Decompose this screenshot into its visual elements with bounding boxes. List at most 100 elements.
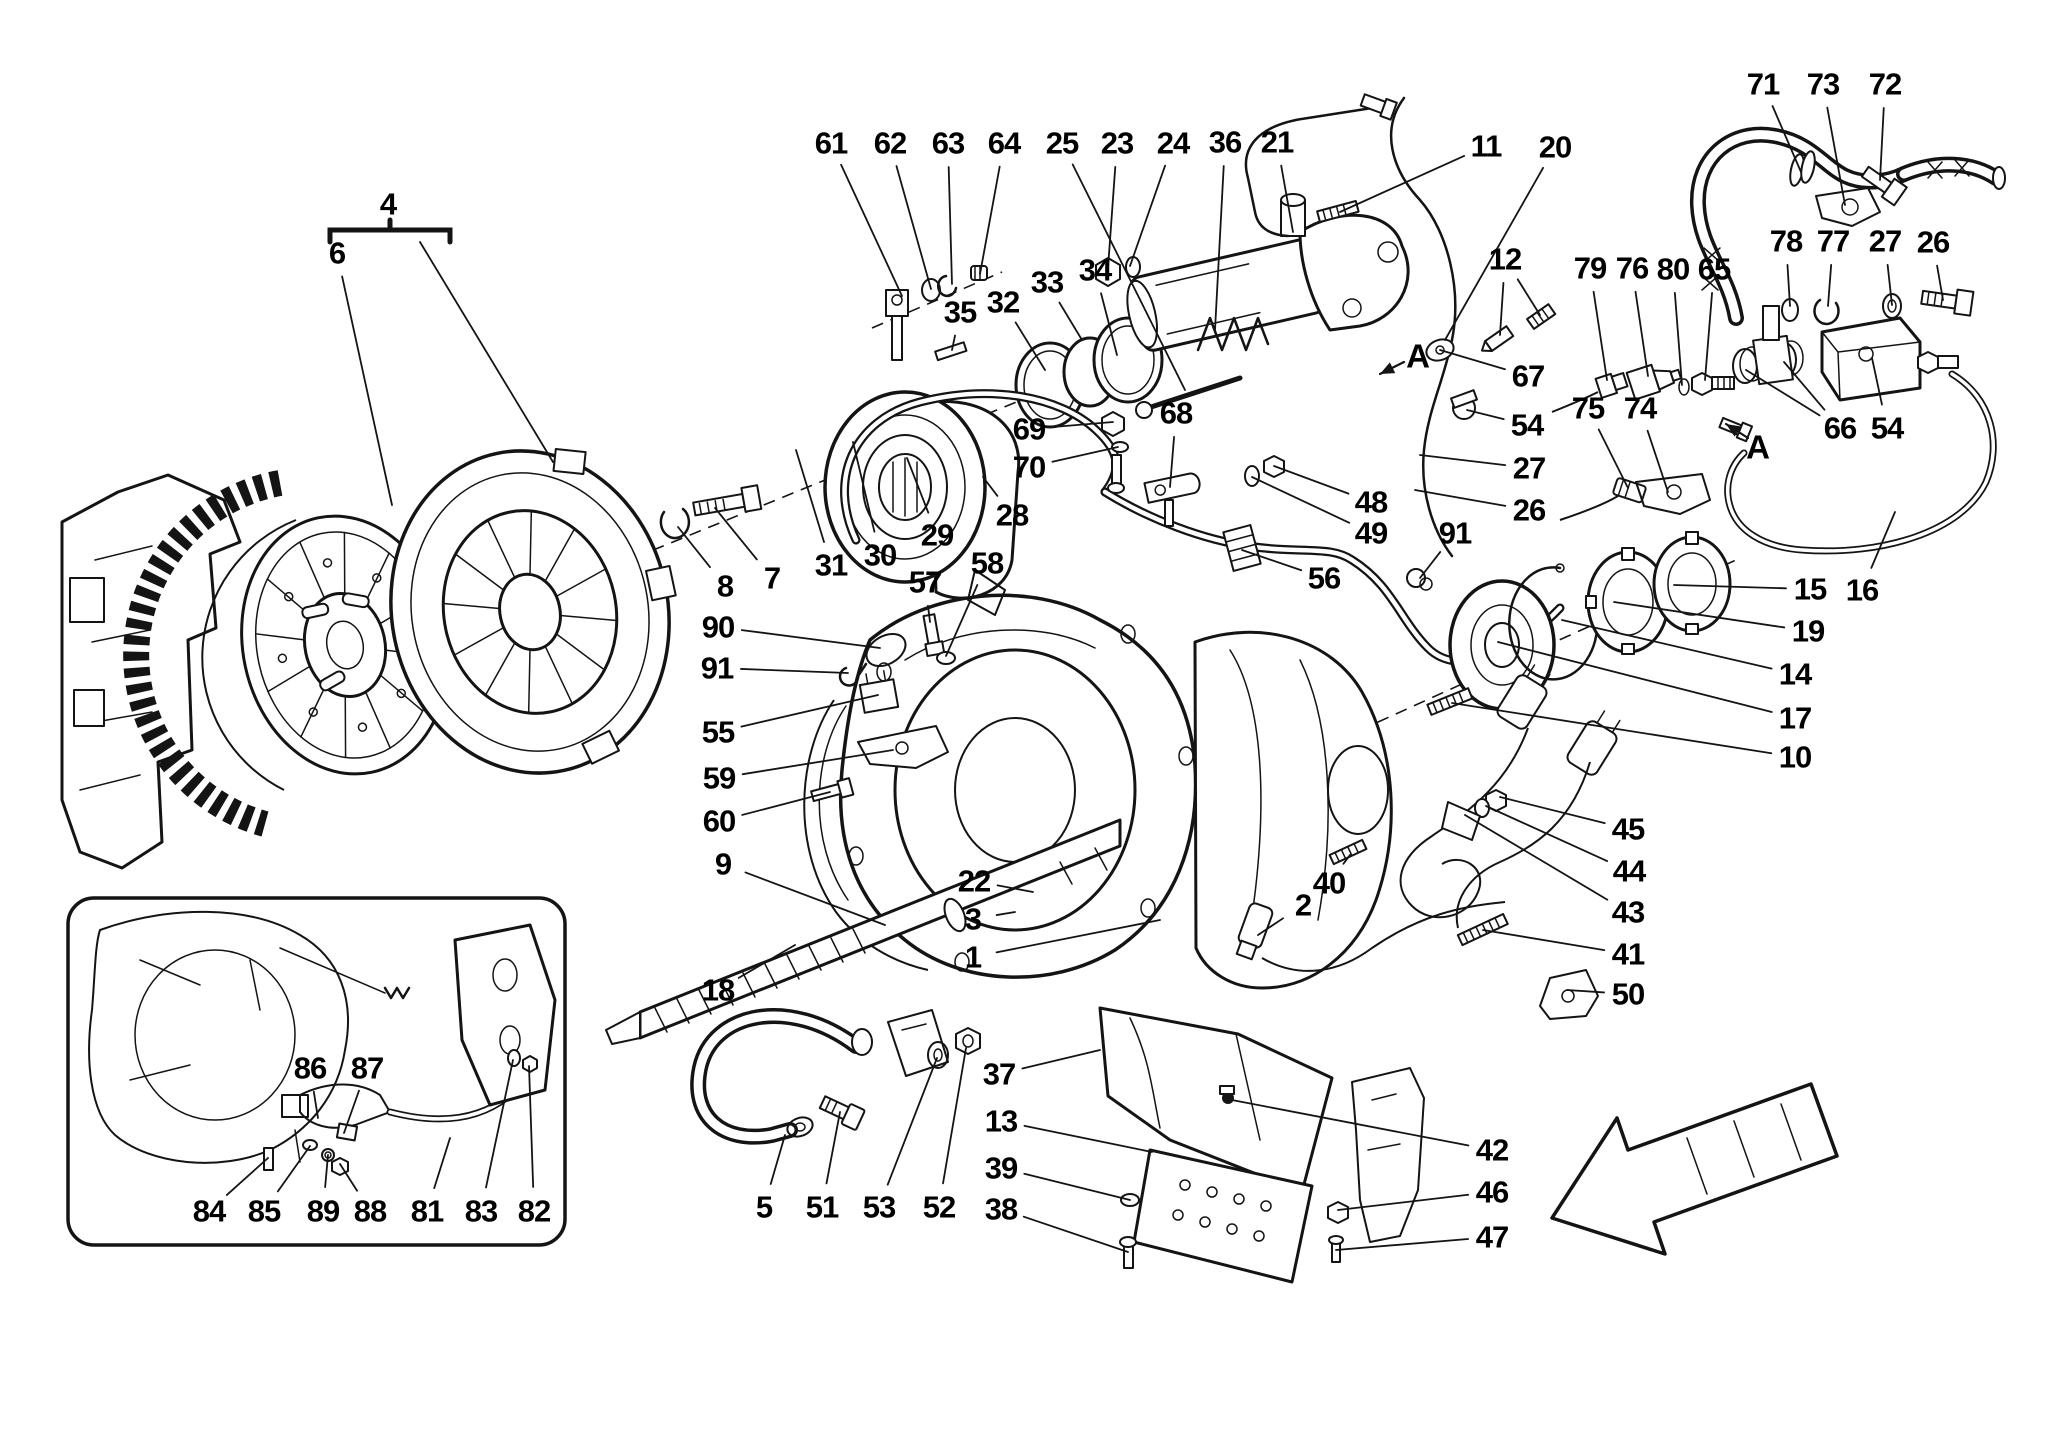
callout-21: 21 xyxy=(1260,124,1294,160)
leader-line xyxy=(1335,1238,1469,1251)
callout-54: 54 xyxy=(1510,407,1544,443)
callout-63: 63 xyxy=(931,125,965,161)
leader-line xyxy=(979,165,1001,275)
leader-line xyxy=(1592,290,1608,381)
leader-line xyxy=(1826,106,1846,206)
bolt-and-circlip-drawing xyxy=(659,484,763,540)
leader-line xyxy=(1071,163,1186,391)
leader-line xyxy=(276,1145,311,1193)
callout-6: 6 xyxy=(328,235,346,271)
leader-line xyxy=(995,919,1161,954)
callout-40: 40 xyxy=(1312,865,1346,901)
callout-70: 70 xyxy=(1012,449,1046,485)
leader-line xyxy=(312,1090,319,1119)
leader-line xyxy=(740,694,879,728)
callout-19: 19 xyxy=(1791,613,1825,649)
leader-line xyxy=(1482,929,1606,951)
leader-line xyxy=(1023,1172,1131,1201)
leader-line xyxy=(1783,361,1826,411)
sensor-cables-drawing xyxy=(1235,664,1621,1020)
callout-2: 2 xyxy=(1294,887,1312,923)
callout-14: 14 xyxy=(1778,656,1812,692)
callout-64: 64 xyxy=(987,125,1021,161)
callout-60: 60 xyxy=(702,803,736,839)
leader-line xyxy=(825,1111,841,1185)
callout-13: 13 xyxy=(984,1103,1018,1139)
leader-line xyxy=(1107,166,1117,269)
leader-lines xyxy=(225,105,1944,1253)
callout-7: 7 xyxy=(763,560,781,596)
callout-76: 76 xyxy=(1615,250,1649,286)
callout-53: 53 xyxy=(862,1189,896,1225)
leader-line xyxy=(1419,551,1442,579)
callout-16: 16 xyxy=(1845,572,1879,608)
callout-18: 18 xyxy=(701,972,735,1008)
leader-line xyxy=(1566,989,1605,994)
callout-26: 26 xyxy=(1916,224,1950,260)
leader-line xyxy=(951,334,956,351)
callout-8: 8 xyxy=(716,568,734,604)
callout-41: 41 xyxy=(1611,936,1645,972)
view-marker-A: A xyxy=(1406,337,1430,375)
callout-46: 46 xyxy=(1475,1174,1509,1210)
leader-line xyxy=(1100,292,1118,356)
clutch-pipes-drawing xyxy=(1244,93,1557,558)
callout-72: 72 xyxy=(1868,66,1902,102)
callout-11: 11 xyxy=(1470,128,1503,164)
leader-line xyxy=(1704,292,1713,381)
leader-line xyxy=(769,1134,786,1185)
callout-36: 36 xyxy=(1208,124,1242,160)
leader-line xyxy=(485,1059,514,1189)
callout-10: 10 xyxy=(1778,739,1812,775)
callout-78: 78 xyxy=(1769,223,1803,259)
leader-line xyxy=(1257,917,1284,936)
callout-71: 71 xyxy=(1746,66,1780,102)
leader-line xyxy=(740,668,849,674)
callout-85: 85 xyxy=(247,1193,281,1229)
callout-45: 45 xyxy=(1611,811,1645,847)
leader-line xyxy=(1646,429,1669,493)
leader-line xyxy=(1870,511,1896,569)
view-markers xyxy=(327,217,1750,440)
callout-17: 17 xyxy=(1778,700,1812,736)
callout-1: 1 xyxy=(964,939,982,975)
callout-27: 27 xyxy=(1512,450,1546,486)
callout-82: 82 xyxy=(517,1193,551,1229)
leader-line xyxy=(1337,1193,1470,1211)
callout-65: 65 xyxy=(1697,251,1731,287)
leader-line xyxy=(1444,166,1545,341)
leader-line xyxy=(1499,796,1606,825)
inset-box-drawing xyxy=(66,896,567,1247)
leader-line xyxy=(1466,409,1505,421)
leader-line xyxy=(1231,1099,1470,1147)
callout-4: 4 xyxy=(379,186,397,222)
fork-pin-parts-drawing xyxy=(885,265,988,361)
callout-54: 54 xyxy=(1870,410,1904,446)
leader-line xyxy=(1058,301,1083,341)
leader-line xyxy=(947,166,953,285)
callout-52: 52 xyxy=(922,1189,956,1225)
leader-line xyxy=(945,584,979,657)
leader-line xyxy=(1339,154,1466,213)
leader-line xyxy=(1886,263,1893,306)
callout-22: 22 xyxy=(957,863,991,899)
callout-87: 87 xyxy=(350,1050,384,1086)
callout-51: 51 xyxy=(805,1189,839,1225)
leader-line xyxy=(1516,278,1541,316)
leader-line xyxy=(677,526,711,569)
leader-line xyxy=(1273,465,1350,495)
callout-20: 20 xyxy=(1538,129,1572,165)
leader-line xyxy=(1023,1124,1153,1153)
leader-line xyxy=(886,1057,938,1186)
leader-line xyxy=(1613,601,1786,629)
leader-line xyxy=(1561,619,1773,670)
leader-line xyxy=(1771,105,1802,173)
callout-5: 5 xyxy=(755,1189,773,1225)
pressure-plate-drawing xyxy=(389,447,677,775)
callout-58: 58 xyxy=(970,545,1004,581)
callout-91: 91 xyxy=(700,650,734,686)
leader-line xyxy=(341,275,393,506)
callout-90: 90 xyxy=(701,609,735,645)
callout-62: 62 xyxy=(873,125,907,161)
